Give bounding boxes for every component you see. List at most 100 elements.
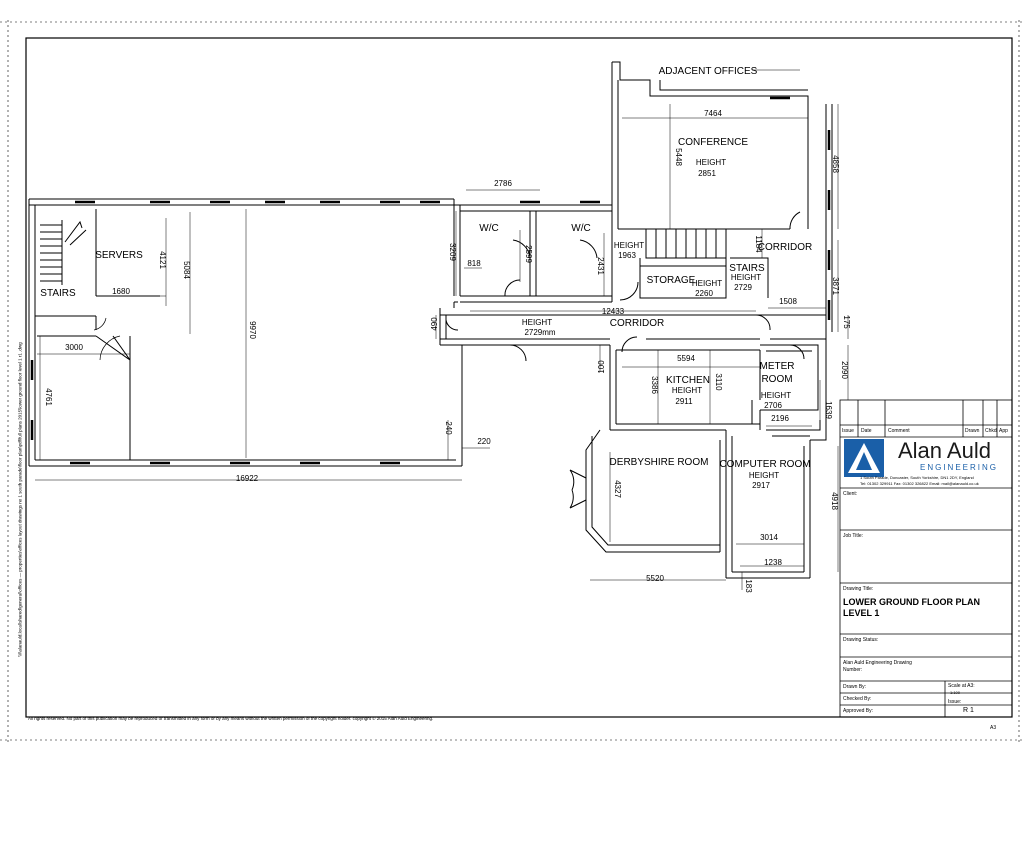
label-conference: CONFERENCE <box>678 137 748 148</box>
label-corridor-height: HEIGHT <box>522 318 552 327</box>
copyright-note: All rights reserved. No part of this pub… <box>28 716 434 721</box>
issue-value: R 1 <box>963 707 974 714</box>
label-computer-height: HEIGHT <box>749 471 779 480</box>
dim-490: 490 <box>430 317 439 331</box>
value-corridor-height: 2729mm <box>524 328 555 337</box>
company-contacts: Tel: 01302 329911 Fax: 01302 326822 Emai… <box>860 481 979 486</box>
drawing-title-label: Drawing Title: <box>843 586 874 592</box>
dim-3871: 3871 <box>831 277 840 295</box>
dim-183: 183 <box>744 579 753 593</box>
dim-9970: 9970 <box>248 321 257 339</box>
value-stairs-height: 2729 <box>734 283 752 292</box>
conference-walls <box>611 61 833 332</box>
label-stairs-left: STAIRS <box>40 288 76 299</box>
label-wc-1: W/C <box>479 223 498 234</box>
dim-3000: 3000 <box>65 343 83 352</box>
dim-1508: 1508 <box>779 297 797 306</box>
value-conference-height: 2851 <box>698 169 716 178</box>
kitchen-walls <box>609 345 761 430</box>
rev-app-header: App <box>999 428 1008 434</box>
client-label: Client: <box>843 491 858 497</box>
dim-3386: 3386 <box>650 376 659 394</box>
label-storage-height: HEIGHT <box>692 279 722 288</box>
value-computer-height: 2917 <box>752 481 770 490</box>
left-hall-walls <box>28 198 462 467</box>
dim-5448: 5448 <box>674 148 683 166</box>
label-stairs-height: HEIGHT <box>731 273 761 282</box>
label-meter-height: HEIGHT <box>761 391 791 400</box>
value-storage-height: 2260 <box>695 289 713 298</box>
drawing-status-label: Drawing Status: <box>843 637 879 643</box>
rev-issue-header: Issue <box>842 428 854 434</box>
dim-220: 220 <box>477 437 491 446</box>
dim-1680: 1680 <box>112 287 130 296</box>
dim-4761: 4761 <box>44 388 53 406</box>
issue-label: Issue: <box>948 699 962 705</box>
label-corridor-main: CORRIDOR <box>610 318 664 329</box>
drawing-title-line-1: LOWER GROUND FLOOR PLAN <box>843 597 980 607</box>
file-path-note: \\\\alanauld.local\shared\general\office… <box>17 342 23 657</box>
title-block <box>839 399 1013 718</box>
wc-block-walls <box>453 199 612 303</box>
dim-1184: 1184 <box>754 235 763 253</box>
dim-818: 818 <box>467 259 481 268</box>
dim-5520: 5520 <box>646 574 664 583</box>
job-title-label: Job Title: <box>843 533 864 539</box>
label-conference-height: HEIGHT <box>696 158 726 167</box>
dim-4918: 4918 <box>830 492 839 510</box>
scale-value: 1:100 <box>950 690 961 695</box>
sheet-size: A3 <box>990 725 997 731</box>
dim-2431: 2431 <box>596 257 605 275</box>
dim-240: 240 <box>444 421 453 435</box>
dim-3110: 3110 <box>714 373 723 391</box>
company-name: Alan Auld <box>898 438 991 463</box>
label-corridor-right: CORRIDOR <box>758 242 812 253</box>
label-servers: SERVERS <box>95 250 143 261</box>
approved-by-label: Approved By: <box>843 708 874 714</box>
label-kitchen: KITCHEN <box>666 375 710 386</box>
derbyshire-walls <box>585 429 726 553</box>
dim-100: 100 <box>597 360 606 374</box>
dim-5594: 5594 <box>677 354 695 363</box>
drawing-number-line-1: Alan Auld Engineering Drawing <box>843 660 912 666</box>
dim-175: 175 <box>842 315 851 329</box>
computer-room-walls <box>725 420 821 579</box>
dim-3209: 3209 <box>448 243 457 261</box>
drawn-by-label: Drawn By: <box>843 684 867 690</box>
label-wc-2: W/C <box>571 223 590 234</box>
dim-7464: 7464 <box>704 109 722 118</box>
label-computer-room: COMPUTER ROOM <box>719 459 810 470</box>
floor-plan-drawing: ADJACENT OFFICES CONFERENCE HEIGHT 2851 … <box>0 20 1024 745</box>
rev-comment-header: Comment <box>888 428 910 434</box>
drawing-title-line-2: LEVEL 1 <box>843 608 880 618</box>
value-kitchen-height: 2911 <box>675 397 693 406</box>
dim-2786: 2786 <box>494 179 512 188</box>
dim-4121: 4121 <box>158 251 167 269</box>
rev-chkd-header: Chkd <box>985 428 997 434</box>
dim-16922: 16922 <box>236 474 259 483</box>
label-meter-room-2: ROOM <box>761 374 792 385</box>
value-meter-height: 2706 <box>764 401 782 410</box>
label-stairs-right: STAIRS <box>729 263 765 274</box>
rev-date-header: Date <box>861 428 872 434</box>
checked-by-label: Checked By: <box>843 696 872 702</box>
label-meter-room-1: METER <box>760 361 795 372</box>
dim-1238: 1238 <box>764 558 782 567</box>
rev-drawn-header: Drawn <box>965 428 980 434</box>
label-adjacent-offices: ADJACENT OFFICES <box>659 66 758 77</box>
dim-2090: 2090 <box>840 361 849 379</box>
dim-2196: 2196 <box>771 414 789 423</box>
main-corridor-walls <box>440 301 826 346</box>
company-subname: ENGINEERING <box>920 463 999 472</box>
label-kitchen-height: HEIGHT <box>672 386 702 395</box>
dim-4858: 4858 <box>831 155 840 173</box>
dim-4327: 4327 <box>613 480 622 498</box>
sheet-border <box>25 37 1013 718</box>
value-height-1963: 1963 <box>618 251 636 260</box>
dim-12433: 12433 <box>602 307 625 316</box>
label-storage: STORAGE <box>647 275 696 286</box>
dim-5084: 5084 <box>182 261 191 279</box>
label-derbyshire-room: DERBYSHIRE ROOM <box>610 457 709 468</box>
label-height-1963: HEIGHT <box>614 241 644 250</box>
dim-3014: 3014 <box>760 533 778 542</box>
